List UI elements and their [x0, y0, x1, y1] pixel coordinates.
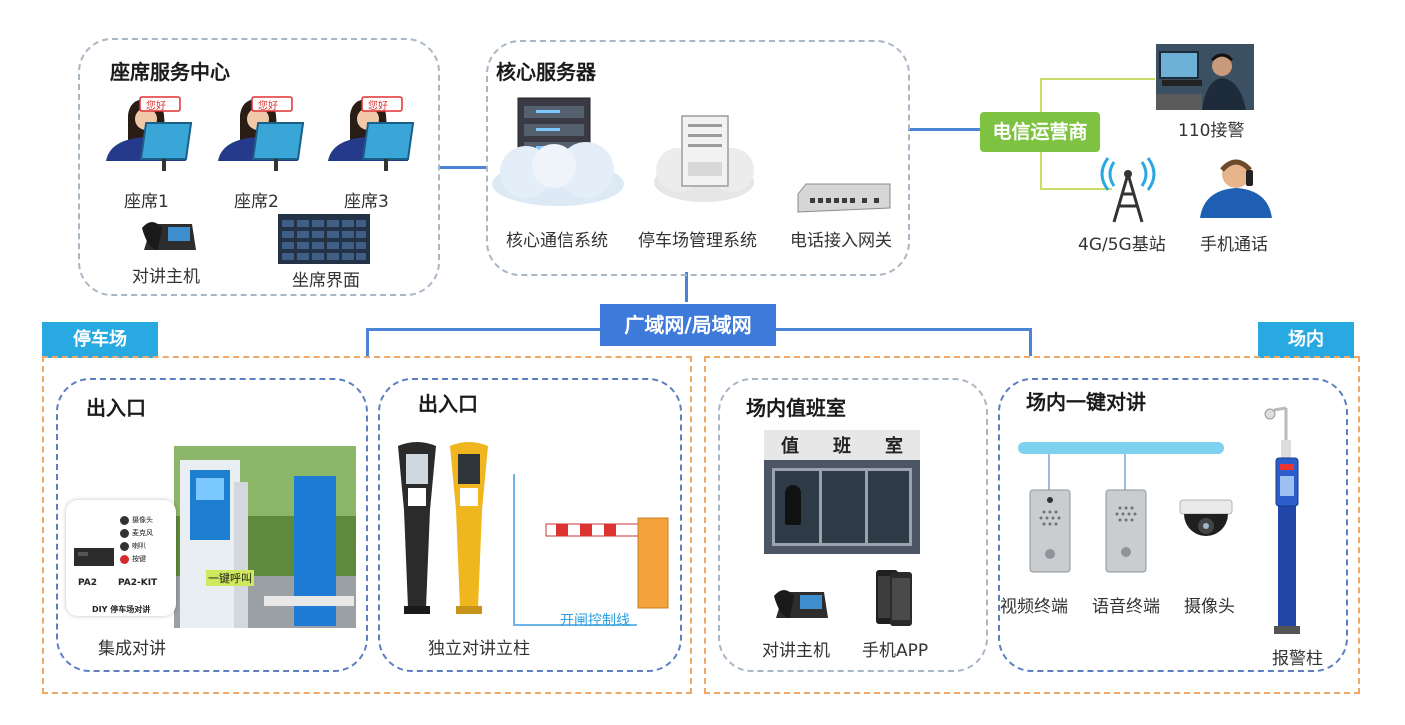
- video-terminal-icon: [1029, 489, 1071, 573]
- entrance2-title: 出入口: [418, 392, 478, 416]
- gateway-icon: [797, 183, 891, 213]
- core-server-panel: [486, 40, 910, 276]
- one-key-intercom-title: 场内一键对讲: [1026, 390, 1146, 414]
- link-network-parking: [366, 328, 369, 356]
- mic-dot-icon: [120, 528, 129, 538]
- kit-label-pa2kit: PA2-KIT: [118, 578, 158, 588]
- video-terminal-label: 视频终端: [1000, 597, 1068, 617]
- kit-button-mic: 麦克风: [120, 528, 174, 538]
- link-agent-core: [438, 166, 488, 169]
- seat-bubble: 您好: [146, 101, 166, 112]
- entrance2-caption: 独立对讲立柱: [428, 639, 530, 659]
- seat-label-2: 座席2: [234, 192, 279, 212]
- kit-button-camera: 摄像头: [120, 515, 174, 525]
- parking-server-icon: [654, 115, 754, 202]
- gate-line-horizontal: [513, 624, 637, 626]
- link-network-venue: [1029, 328, 1032, 356]
- duty-intercom-label: 对讲主机: [762, 641, 830, 661]
- link-core-telecom: [908, 128, 980, 131]
- kit-button-key: 按键: [120, 554, 174, 564]
- base-station-icon: [1100, 157, 1156, 223]
- gate-line-label: 开闸控制线: [560, 613, 630, 629]
- parking-area: [42, 356, 692, 694]
- seat-bubble: 您好: [368, 101, 388, 112]
- kit-button-speaker: 喇叭: [120, 541, 174, 551]
- duty-room-panel: [718, 378, 988, 672]
- alarm-post-label: 报警柱: [1272, 649, 1323, 669]
- kit-caption: DIY 停车场对讲: [92, 605, 151, 614]
- duty-desk-phone-icon: [774, 590, 828, 618]
- dome-camera-icon: [1179, 499, 1233, 536]
- duty-room-title: 场内值班室: [746, 396, 846, 420]
- link-telecom-police: [1040, 78, 1155, 80]
- entrance1-title: 出入口: [86, 396, 146, 420]
- entrance1-caption: 集成对讲: [98, 639, 166, 659]
- base-station-label: 4G/5G基站: [1078, 235, 1166, 255]
- telecom-box: [980, 112, 1100, 152]
- core-server-title: 核心服务器: [496, 60, 596, 84]
- key-dot-icon: [120, 554, 129, 564]
- seat-label-1: 座席1: [124, 192, 169, 212]
- mobile-phone-icon: [876, 570, 912, 626]
- speaker-dot-icon: [120, 541, 129, 551]
- alarm-post-icon: [1264, 406, 1300, 634]
- agent-icon: [328, 96, 415, 171]
- core-comm-label: 核心通信系统: [506, 231, 608, 251]
- agent-center-title: 座席服务中心: [110, 60, 230, 84]
- duty-room-sign: 值 班 室: [764, 430, 920, 460]
- intercom-bus-bar: [1018, 442, 1224, 454]
- seat-2: 您好: [212, 95, 312, 175]
- kit-label-pa2: PA2: [78, 578, 97, 588]
- intercom-host-label: 对讲主机: [132, 267, 200, 287]
- seat-ui-screen-icon: [278, 214, 370, 264]
- one-key-call-label: 一键呼叫: [206, 570, 254, 586]
- police-operator-photo: [1156, 44, 1254, 110]
- camera-dot-icon: [120, 515, 129, 525]
- barrier-gate-icon: [545, 517, 669, 609]
- seat-bubble: 您好: [258, 101, 278, 112]
- gate-line-vertical: [513, 474, 515, 626]
- seat-1: 您好: [100, 95, 200, 175]
- seat-ui-label: 坐席界面: [292, 271, 360, 291]
- mobile-caller-photo: [1200, 159, 1272, 218]
- network-box: [600, 304, 776, 346]
- desk-phone-icon: [142, 222, 196, 250]
- voice-terminal-icon: [1105, 489, 1147, 573]
- duty-room-window: [772, 468, 912, 546]
- gateway-label: 电话接入网关: [790, 231, 892, 251]
- duty-room-photo: 值 班 室: [764, 430, 920, 554]
- kit-buttons: 摄像头 麦克风 喇叭 按键: [120, 512, 174, 567]
- venue-tag: 场内: [1258, 322, 1354, 358]
- bus-drop-left: [1048, 454, 1050, 490]
- parking-tag: 停车场: [42, 322, 158, 358]
- mobile-call-label: 手机通话: [1200, 235, 1268, 255]
- intercom-post-black: [398, 442, 436, 614]
- pa2-device-icon: [74, 548, 114, 566]
- entrance2-panel: [378, 378, 682, 672]
- telecom-title: 电信运营商: [992, 121, 1088, 143]
- venue-area: [704, 356, 1360, 694]
- agent-icon: [218, 96, 305, 171]
- mobile-app-label: 手机APP: [862, 641, 929, 661]
- one-key-intercom-panel: [998, 378, 1348, 672]
- entrance1-panel: [56, 378, 368, 672]
- voice-terminal-label: 语音终端: [1092, 597, 1160, 617]
- network-label: 广域网/局域网: [624, 313, 752, 337]
- police-label: 110接警: [1178, 121, 1245, 141]
- kiosk-photo: [174, 446, 356, 628]
- link-core-network: [685, 272, 688, 302]
- link-telecom-station: [1040, 188, 1112, 190]
- camera-label: 摄像头: [1184, 597, 1235, 617]
- bus-drop-right: [1124, 454, 1126, 490]
- seat-label-3: 座席3: [344, 192, 389, 212]
- parking-mgmt-label: 停车场管理系统: [638, 231, 757, 251]
- agent-icon: [106, 96, 193, 171]
- seat-3: 您好: [322, 95, 422, 175]
- intercom-post-yellow: [450, 442, 488, 614]
- agent-center-panel: [78, 38, 440, 296]
- server-cloud-icon: [492, 97, 624, 206]
